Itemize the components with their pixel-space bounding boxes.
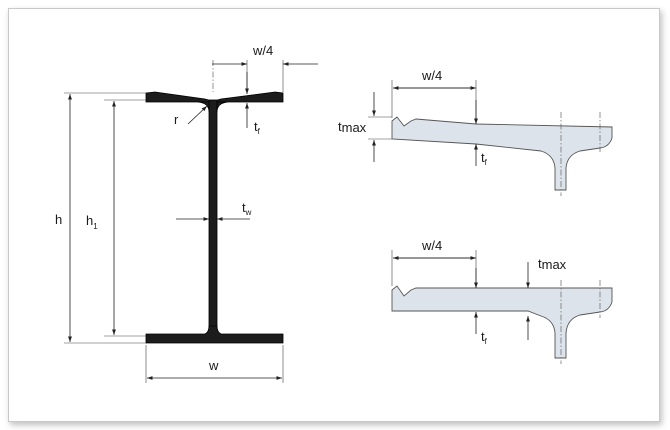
detail1-tf-label: tf [481,150,488,167]
h-dimension: h [55,92,146,344]
h1-label: h1 [86,213,98,231]
tw-dimension: tw [176,200,252,221]
w-dimension: w [145,345,284,383]
detail2-tf-label: tf [481,329,488,346]
w-label: w [208,358,219,373]
h-label: h [55,212,62,227]
tw-label: tw [242,200,252,217]
w-quarter-label: w/4 [252,43,273,58]
detail-parallel-flange: w/4 tf tmax [391,238,613,364]
radius-leader: r [174,105,208,127]
detail1-tmax-label: tmax [338,119,367,135]
i-beam-section [145,91,284,344]
radius-label: r [174,112,179,127]
detail1-w-quarter-label: w/4 [421,68,442,83]
tf-label: tf [254,119,261,136]
tf-dimension-top: tf [245,72,261,136]
detail2-w-quarter-label: w/4 [421,238,442,253]
detail-tapered-flange: w/4 tmax tf [338,68,613,196]
detail2-tmax-label: tmax [538,256,567,272]
h1-dimension: h1 [86,99,146,337]
w-quarter-dimension: w/4 [212,43,318,92]
diagram-frame [8,8,660,422]
